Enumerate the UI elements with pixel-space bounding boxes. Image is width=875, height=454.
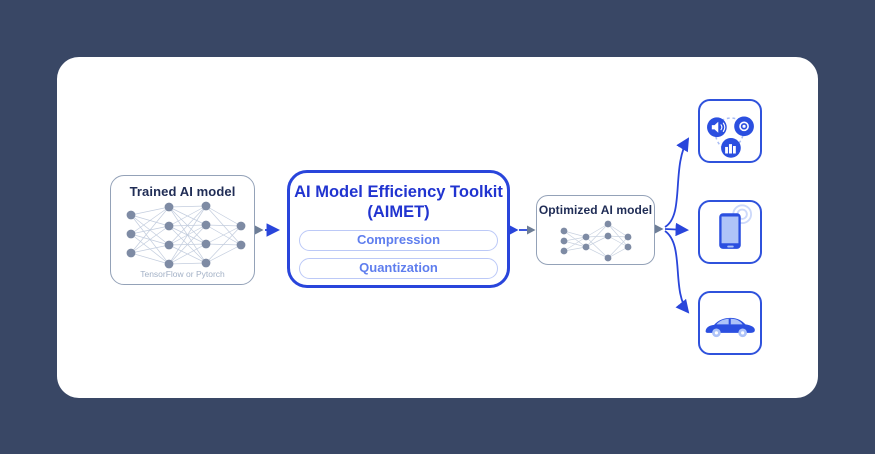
trained-model-title: Trained AI model — [129, 184, 236, 199]
aimet-title-line2: (AIMET) — [367, 203, 430, 222]
trained-model-box: Trained AI model TensorFlow or Pytorch — [110, 175, 255, 285]
dashed-link — [716, 117, 745, 125]
arrow-in-optimized — [527, 225, 536, 235]
dashed-link — [733, 129, 745, 148]
optimized-model-title: Optimized AI model — [538, 203, 653, 217]
smartphone-illustration — [719, 204, 753, 249]
smartphone-icon — [719, 213, 741, 249]
camera-lens-icon — [734, 116, 754, 137]
arrow-out-trained — [255, 225, 264, 235]
diagram-card: Trained AI model TensorFlow or Pytorch A… — [57, 57, 818, 398]
quantization-button[interactable]: Quantization — [299, 257, 498, 279]
iot-devices-illustration — [707, 116, 754, 158]
smartphone-box — [698, 200, 762, 264]
speaker-icon — [707, 117, 727, 138]
iot-devices-box — [698, 99, 762, 163]
car-icon — [705, 317, 755, 338]
arrow-out-aimet — [510, 225, 519, 235]
aimet-title: AI Model Efficiency Toolkit (AIMET) — [290, 182, 507, 223]
car-illustration — [705, 317, 755, 338]
arrow-to-car — [664, 230, 690, 314]
arrow-to-iot — [664, 137, 690, 228]
car-box — [698, 291, 762, 355]
signal-ripple-icon — [732, 204, 753, 225]
arrow-out-optimized — [655, 224, 664, 234]
optimized-model-box: Optimized AI model — [536, 195, 655, 265]
aimet-box: AI Model Efficiency Toolkit (AIMET) Comp… — [287, 170, 510, 288]
dashed-link — [714, 130, 727, 151]
framework-caption: TensorFlow or Pytorch — [140, 269, 225, 279]
smart-city-icon — [721, 138, 741, 158]
arrow-to-smartphone — [664, 222, 690, 237]
compression-button[interactable]: Compression — [299, 229, 498, 251]
aimet-title-line1: AI Model Efficiency Toolkit — [294, 183, 503, 201]
